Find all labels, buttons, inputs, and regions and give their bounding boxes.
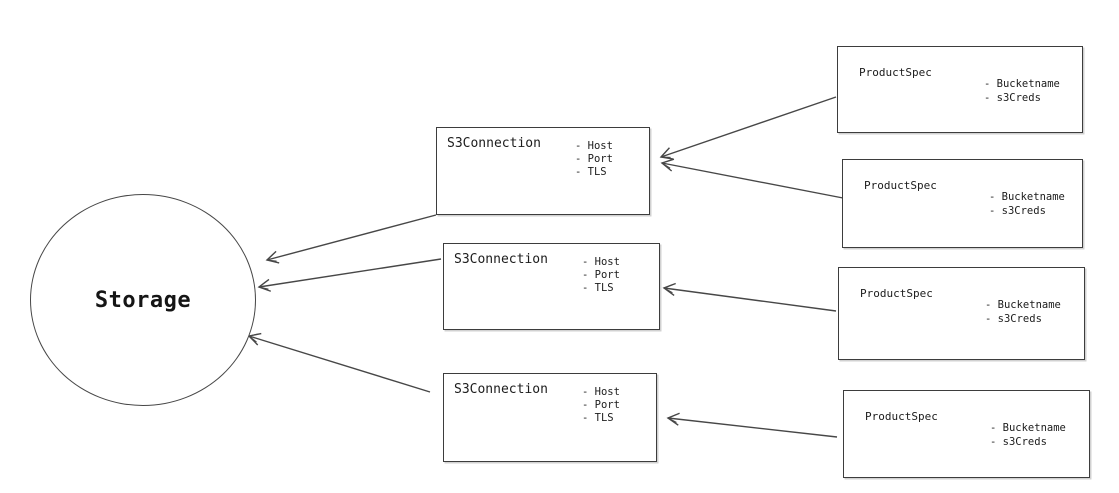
- productspec-attributes: - Bucketname - s3Creds: [990, 421, 1066, 449]
- attribute-port: - Port: [582, 399, 620, 411]
- storage-node: Storage: [30, 194, 256, 406]
- s3connection-attributes: - Host - Port - TLS: [575, 140, 613, 179]
- arrow-s3connection2-to-storage: [257, 258, 442, 292]
- attribute-bucketname: - Bucketname: [989, 191, 1065, 203]
- s3connection-attributes: - Host - Port - TLS: [582, 386, 620, 425]
- attribute-s3creds: - s3Creds: [990, 436, 1047, 448]
- productspec-title: ProductSpec: [859, 66, 932, 79]
- attribute-port: - Port: [582, 269, 620, 281]
- s3connection-title: S3Connection: [454, 382, 548, 397]
- arrow-productspec1-to-s3connection1: [659, 96, 837, 160]
- attribute-tls: - TLS: [575, 166, 607, 178]
- productspec-attributes: - Bucketname - s3Creds: [985, 298, 1061, 326]
- attribute-host: - Host: [575, 140, 613, 152]
- productspec-node-2: ProductSpec - Bucketname - s3Creds: [842, 159, 1083, 248]
- productspec-node-1: ProductSpec - Bucketname - s3Creds: [837, 46, 1083, 133]
- s3connection-title: S3Connection: [454, 252, 548, 267]
- storage-label: Storage: [94, 287, 192, 313]
- attribute-bucketname: - Bucketname: [985, 299, 1061, 311]
- s3connection-node-3: S3Connection - Host - Port - TLS: [443, 373, 657, 462]
- attribute-port: - Port: [575, 153, 613, 165]
- attribute-bucketname: - Bucketname: [990, 422, 1066, 434]
- s3connection-node-2: S3Connection - Host - Port - TLS: [443, 243, 660, 330]
- productspec-node-3: ProductSpec - Bucketname - s3Creds: [838, 267, 1085, 360]
- productspec-attributes: - Bucketname - s3Creds: [984, 77, 1060, 105]
- attribute-s3creds: - s3Creds: [985, 313, 1042, 325]
- productspec-title: ProductSpec: [864, 179, 937, 192]
- arrow-productspec4-to-s3connection3: [666, 412, 838, 438]
- productspec-node-4: ProductSpec - Bucketname - s3Creds: [843, 390, 1090, 478]
- attribute-tls: - TLS: [582, 412, 614, 424]
- attribute-host: - Host: [582, 256, 620, 268]
- productspec-title: ProductSpec: [865, 410, 938, 423]
- arrow-productspec3-to-s3connection2: [662, 282, 837, 312]
- arrow-s3connection1-to-storage: [265, 214, 437, 264]
- productspec-attributes: - Bucketname - s3Creds: [989, 190, 1065, 218]
- arrow-productspec2-to-s3connection1: [660, 158, 844, 199]
- attribute-tls: - TLS: [582, 282, 614, 294]
- productspec-title: ProductSpec: [860, 287, 933, 300]
- s3connection-attributes: - Host - Port - TLS: [582, 256, 620, 295]
- s3connection-node-1: S3Connection - Host - Port - TLS: [436, 127, 650, 215]
- arrow-s3connection3-to-storage: [247, 332, 431, 393]
- attribute-s3creds: - s3Creds: [984, 92, 1041, 104]
- s3connection-title: S3Connection: [447, 136, 541, 151]
- attribute-host: - Host: [582, 386, 620, 398]
- attribute-bucketname: - Bucketname: [984, 78, 1060, 90]
- attribute-s3creds: - s3Creds: [989, 205, 1046, 217]
